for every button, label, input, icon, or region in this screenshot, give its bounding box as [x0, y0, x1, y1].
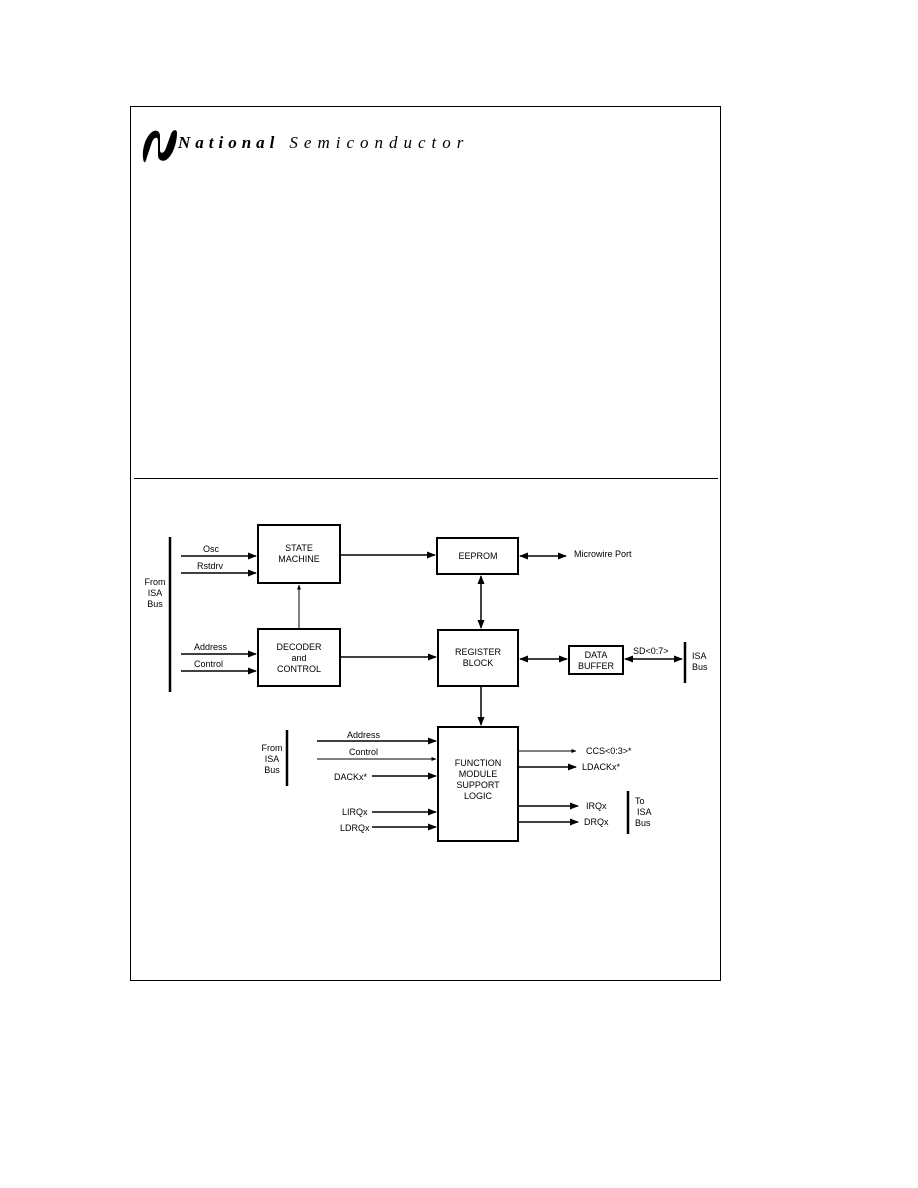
ldackx-label: LDACKx*	[582, 762, 621, 772]
function-label-4: LOGIC	[464, 791, 493, 801]
register-label-2: BLOCK	[463, 658, 494, 668]
function-label-1: FUNCTION	[455, 758, 502, 768]
function-label-3: SUPPORT	[456, 780, 500, 790]
address-label-2: Address	[347, 730, 381, 740]
eeprom-block	[436, 537, 519, 575]
register-label-1: REGISTER	[455, 647, 502, 657]
address-label-1: Address	[194, 642, 228, 652]
register-block	[437, 629, 519, 687]
ccs-label: CCS<0:3>*	[586, 746, 632, 756]
bus2-label-bus: Bus	[264, 765, 280, 775]
isa-bus-right-label-2: Bus	[692, 662, 708, 672]
bus-label-isa: ISA	[148, 588, 163, 598]
brand-bold: National	[178, 133, 280, 152]
section-divider	[134, 478, 718, 479]
data-buffer-label-1: DATA	[585, 650, 608, 660]
control-label-2: Control	[349, 747, 378, 757]
page-frame	[130, 106, 721, 981]
bus2-label-isa: ISA	[265, 754, 280, 764]
decoder-label-2: and	[291, 653, 306, 663]
control-label-1: Control	[194, 659, 223, 669]
lirqx-label: LIRQx	[342, 807, 368, 817]
irqx-label: IRQx	[586, 801, 607, 811]
national-logo-icon	[142, 130, 177, 163]
function-module-block	[437, 726, 519, 842]
function-label-2: MODULE	[459, 769, 498, 779]
to-isa-label-3: Bus	[635, 818, 651, 828]
brand-name: National Semiconductor	[178, 133, 469, 153]
data-buffer-label-2: BUFFER	[578, 661, 615, 671]
to-isa-label-2: ISA	[637, 807, 652, 817]
decoder-block	[257, 628, 341, 687]
bus2-label-from: From	[262, 743, 283, 753]
bus-label-bus: Bus	[147, 599, 163, 609]
drqx-label: DRQx	[584, 817, 609, 827]
osc-label: Osc	[203, 544, 220, 554]
sd-label: SD<0:7>	[633, 646, 669, 656]
decoder-label-3: CONTROL	[277, 664, 321, 674]
to-isa-label-1: To	[635, 796, 645, 806]
data-buffer-block	[568, 645, 624, 675]
rstdrv-label: Rstdrv	[197, 561, 224, 571]
state-machine-label-1: STATE	[285, 543, 313, 553]
ldrqx-label: LDRQx	[340, 823, 370, 833]
isa-bus-right-label-1: ISA	[692, 651, 707, 661]
microwire-label: Microwire Port	[574, 549, 632, 559]
brand-rest: Semiconductor	[289, 133, 470, 152]
eeprom-label: EEPROM	[458, 551, 497, 561]
state-machine-block	[257, 524, 341, 584]
state-machine-label-2: MACHINE	[278, 554, 320, 564]
dackx-label: DACKx*	[334, 772, 368, 782]
decoder-label-1: DECODER	[276, 642, 322, 652]
bus-label-from: From	[145, 577, 166, 587]
